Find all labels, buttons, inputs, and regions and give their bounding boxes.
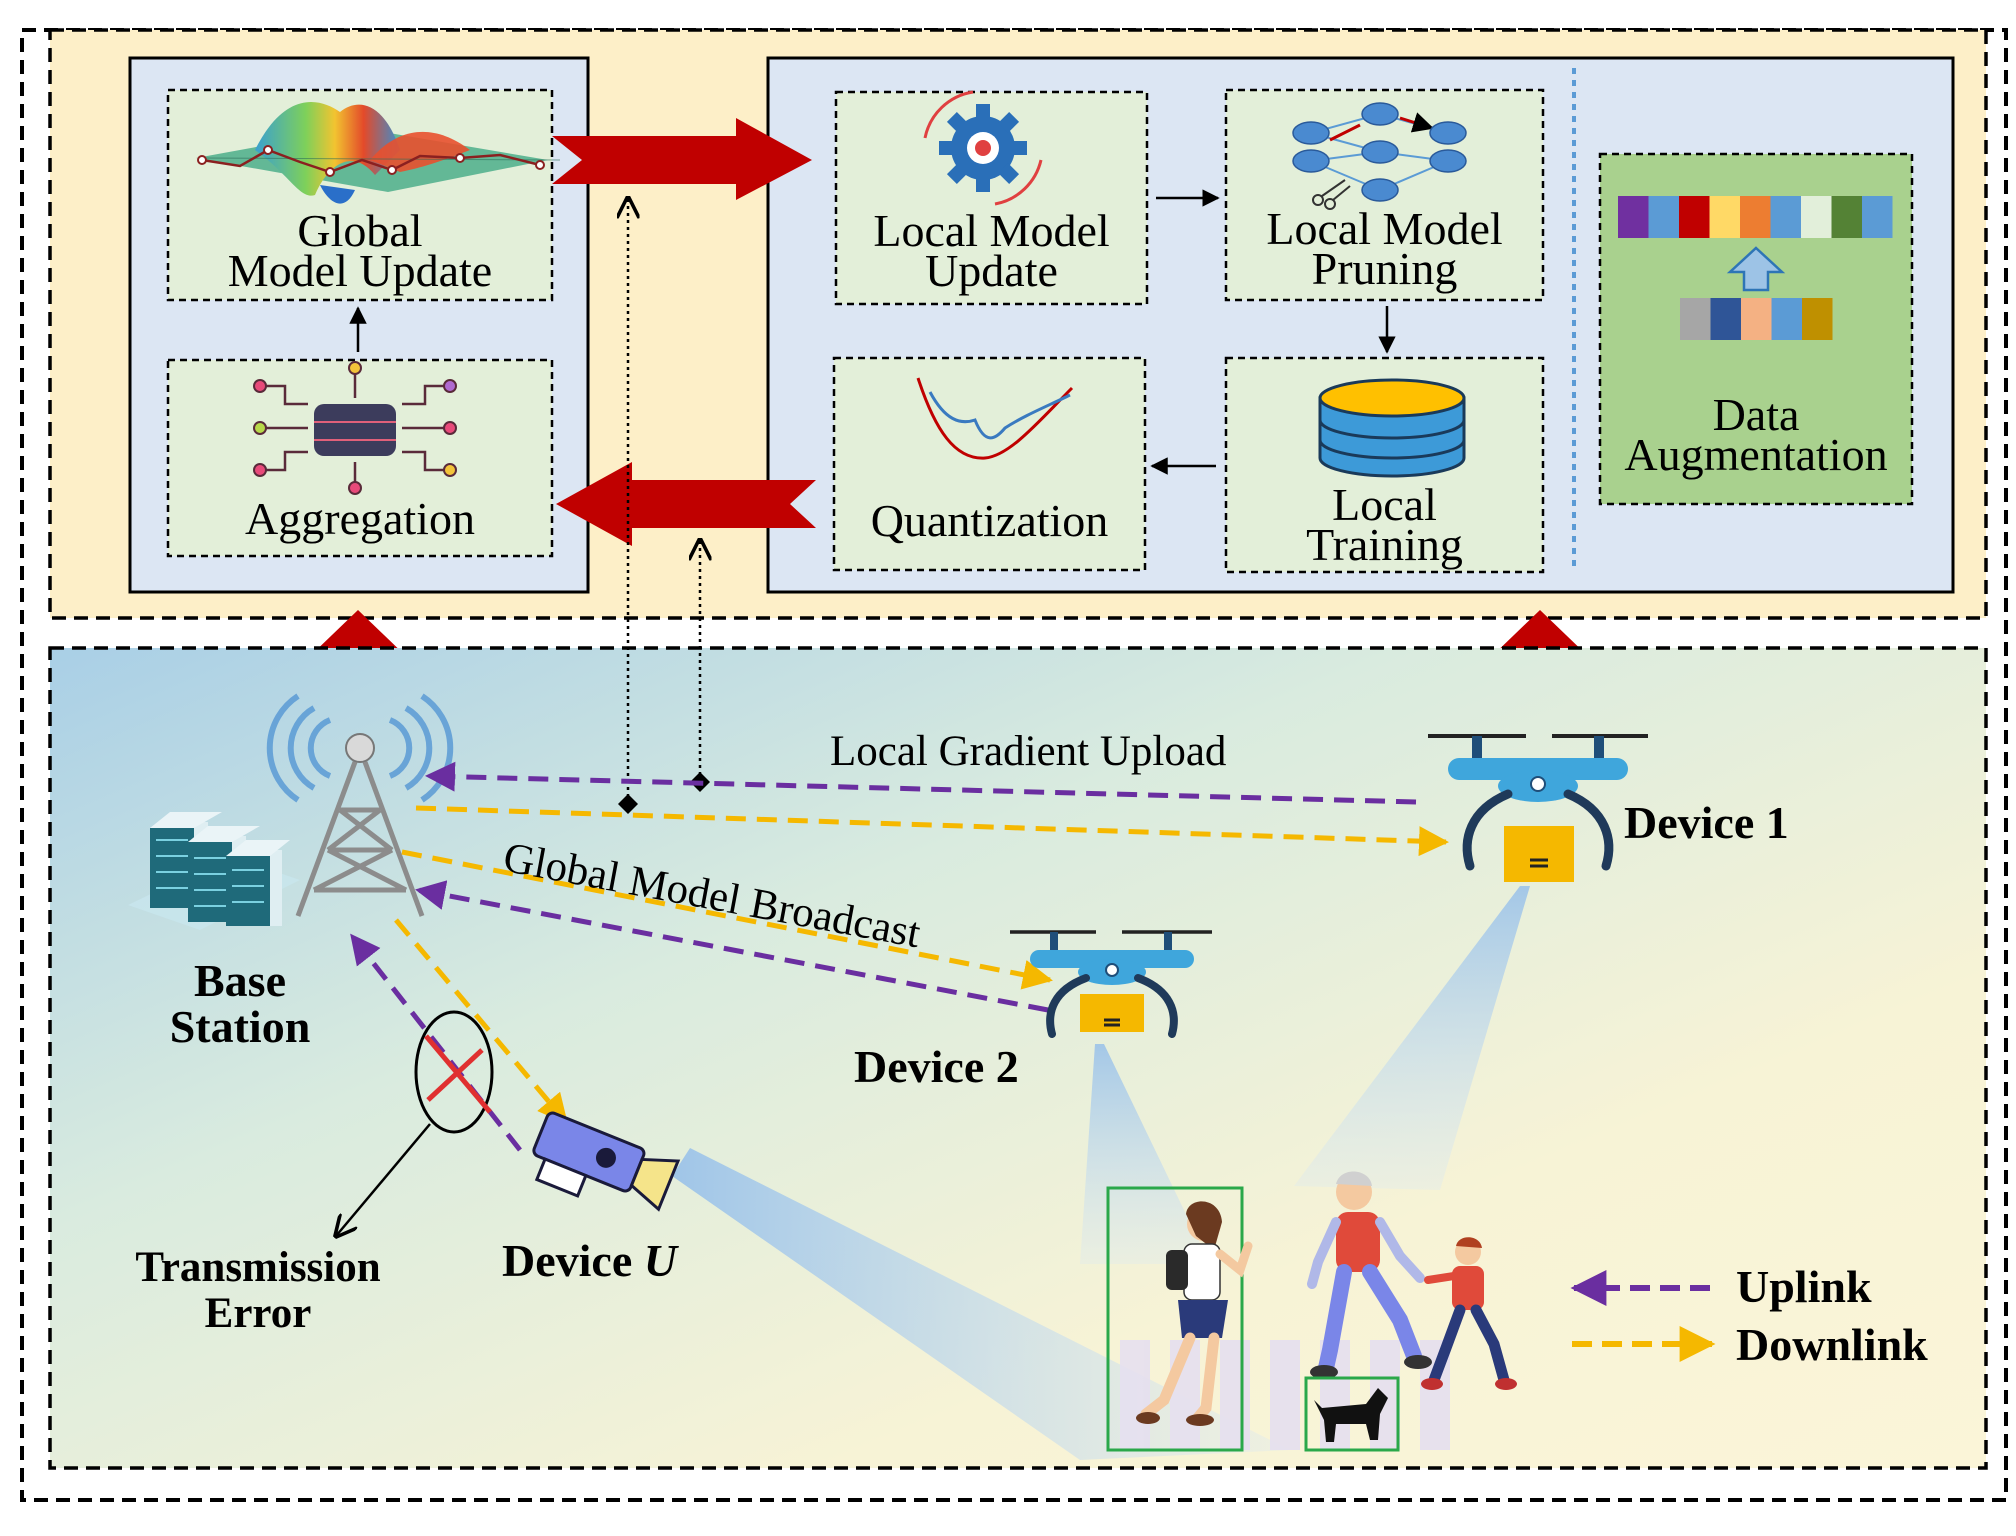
broadcast-red-arrow xyxy=(552,118,812,200)
augmentation-block xyxy=(1862,196,1893,238)
drone-device2-icon xyxy=(1010,930,1212,1038)
augmentation-block xyxy=(1741,298,1772,340)
downlink-deviceU xyxy=(394,918,568,1125)
transmission-error-icon xyxy=(336,1010,494,1236)
quantization-box xyxy=(832,356,1147,572)
downlink-device1 xyxy=(415,805,1449,857)
augmentation-block xyxy=(1770,196,1801,238)
network-pruning-icon xyxy=(1292,102,1467,210)
uplink-deviceU xyxy=(350,933,522,1152)
augmentation-block xyxy=(1740,196,1771,238)
drone-device1-icon xyxy=(1428,734,1648,882)
uplink-device2 xyxy=(415,880,1049,1013)
transmission-error-label-1: Transmission xyxy=(135,1244,381,1291)
augmentation-block xyxy=(1709,196,1740,238)
augmented-sequence xyxy=(1618,196,1893,238)
augmentation-block xyxy=(1771,298,1802,340)
pedestrian-old-man xyxy=(1307,1171,1432,1379)
legend-uplink-label: Uplink xyxy=(1736,1261,1872,1312)
data-augmentation-label-1: Data xyxy=(1712,389,1800,440)
legend-downlink-label: Downlink xyxy=(1736,1319,1928,1370)
pedestrian-woman xyxy=(1106,1186,1253,1452)
local-training-label-1: Local xyxy=(1332,479,1437,530)
camera-device-icon xyxy=(532,1111,681,1212)
gear-icon xyxy=(923,90,1043,206)
dog xyxy=(1304,1376,1400,1452)
augmentation-block xyxy=(1802,298,1833,340)
augmentation-block xyxy=(1831,196,1862,238)
local-model-update-label-1: Local Model xyxy=(873,205,1110,256)
augmentation-block xyxy=(1680,298,1711,340)
deviceU-variable: U xyxy=(643,1235,677,1286)
augmentation-block xyxy=(1618,196,1649,238)
downlink-device2 xyxy=(401,849,1053,990)
deviceU-prefix: Device xyxy=(502,1235,644,1286)
base-station-label-2: Station xyxy=(169,1001,311,1052)
uplink-device1 xyxy=(425,761,1417,805)
server-rack-icon xyxy=(128,812,300,930)
aggregation-label: Aggregation xyxy=(245,493,475,544)
local-training-label-2: Training xyxy=(1306,519,1463,570)
base-station-tower-icon xyxy=(266,693,454,917)
local-model-update-label-2: Update xyxy=(925,245,1058,296)
quantization-curve-icon xyxy=(916,377,1074,460)
global-model-update-label-1: Global xyxy=(297,205,423,256)
augmentation-block xyxy=(1648,196,1679,238)
database-icon xyxy=(1318,378,1466,478)
device2-beam xyxy=(1080,1044,1210,1264)
base-station-label-1: Base xyxy=(194,955,286,1006)
device2-label: Device 2 xyxy=(854,1041,1019,1092)
augment-arrow-icon xyxy=(1726,246,1786,292)
local-model-pruning-label-1: Local Model xyxy=(1266,203,1503,254)
quantization-label: Quantization xyxy=(870,495,1109,546)
aggregation-box xyxy=(166,358,554,558)
device1-beam xyxy=(1294,886,1530,1190)
global-model-update-label-2: Model Update xyxy=(227,245,493,296)
augmentation-block xyxy=(1710,298,1741,340)
pedestrian-child xyxy=(1421,1237,1517,1390)
device1-label: Device 1 xyxy=(1624,797,1789,848)
augmentation-block xyxy=(1679,196,1710,238)
original-sequence xyxy=(1680,298,1833,340)
surface-plot-icon xyxy=(196,102,561,204)
data-augmentation-label-2: Augmentation xyxy=(1624,429,1888,480)
transmission-error-label-2: Error xyxy=(204,1290,312,1337)
local-model-pruning-label-2: Pruning xyxy=(1311,243,1458,294)
deviceU-label: Device U xyxy=(502,1238,677,1284)
aggregation-icon xyxy=(253,361,457,495)
augmentation-block xyxy=(1801,196,1832,238)
upload-label: Local Gradient Upload xyxy=(830,728,1227,775)
